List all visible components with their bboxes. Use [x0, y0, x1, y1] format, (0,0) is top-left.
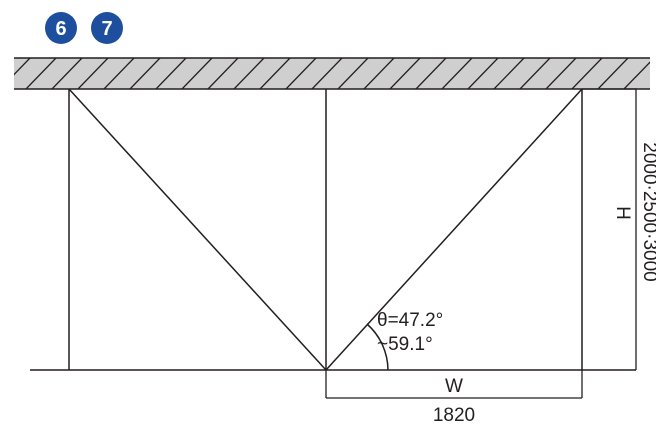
hatch-stroke — [25, 58, 57, 89]
width-value: 1820 — [433, 405, 475, 426]
badge-circle — [91, 12, 123, 44]
hatch-stroke — [545, 58, 577, 89]
hatch-stroke — [233, 58, 265, 89]
hatch-stroke — [51, 58, 83, 89]
hatch-stroke — [441, 58, 473, 89]
angle-label-line1: θ=47.2° — [377, 310, 443, 331]
hatch-stroke — [207, 58, 239, 89]
height-letter: H — [612, 206, 633, 220]
hatch-stroke — [571, 58, 603, 89]
hatch-stroke — [467, 58, 499, 89]
hatch-stroke — [597, 58, 629, 89]
hatch-stroke — [623, 61, 650, 89]
hatch-stroke — [285, 58, 317, 89]
width-letter: W — [445, 376, 463, 397]
hatch-stroke — [649, 88, 650, 89]
hatch-stroke — [181, 58, 213, 89]
height-dimension — [582, 88, 637, 370]
angle-arc — [366, 323, 389, 371]
frame — [68, 88, 583, 371]
width-dimension — [325, 370, 583, 399]
hatch-stroke — [493, 58, 525, 89]
angle-label-line2: ~59.1° — [377, 334, 433, 355]
height-values: 2000·2500·3000 — [639, 142, 656, 281]
model-badge-6: 6 — [45, 12, 77, 44]
hatch-stroke — [519, 58, 551, 89]
hatch-stroke — [389, 58, 421, 89]
badge-label: 7 — [101, 18, 112, 40]
hatch-stroke — [415, 58, 447, 89]
hatch-stroke — [259, 58, 291, 89]
ceiling-hatch — [14, 57, 650, 90]
hatch-stroke — [311, 58, 343, 89]
badge-circle — [45, 12, 77, 44]
hatch-stroke — [155, 58, 187, 89]
hatch-stroke — [77, 58, 109, 89]
model-badge-7: 7 — [91, 12, 123, 44]
right-diagonal-brace — [325, 88, 583, 371]
ceiling-band — [14, 58, 650, 89]
left-diagonal-brace — [68, 88, 327, 371]
badge-label: 6 — [55, 18, 66, 40]
hatch-stroke — [103, 58, 135, 89]
hatch-stroke — [14, 58, 31, 76]
hatch-stroke — [363, 58, 395, 89]
hatch-stroke — [129, 58, 161, 89]
hatch-stroke — [337, 58, 369, 89]
